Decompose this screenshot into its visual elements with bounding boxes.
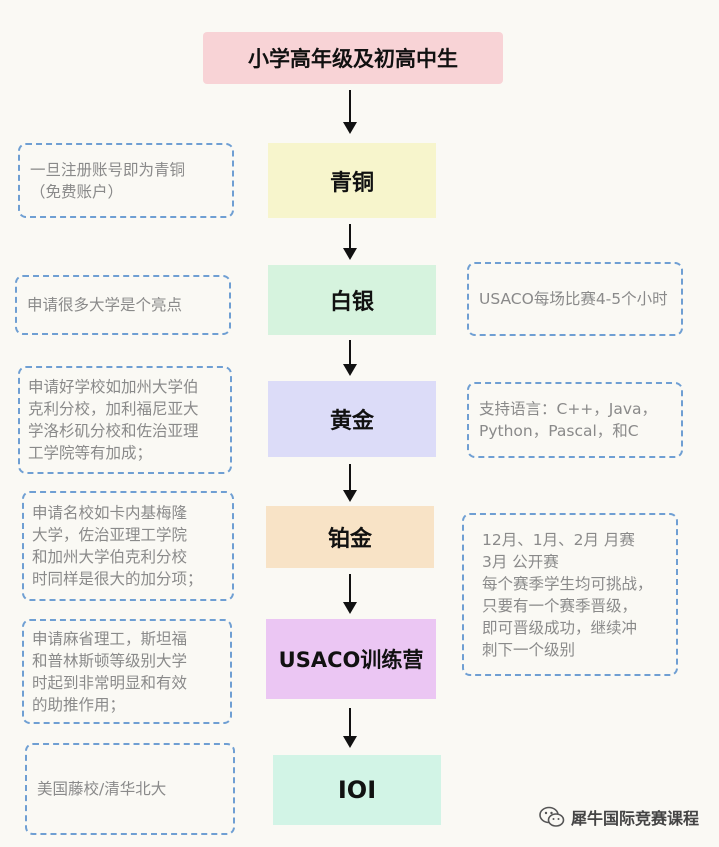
left-note-bronze: 一旦注册账号即为青铜 （免费账户） bbox=[18, 143, 234, 218]
watermark-text: 犀牛国际竞赛课程 bbox=[570, 809, 699, 828]
right-note-contest-duration: USACO每场比赛4-5个小时 bbox=[467, 262, 683, 336]
left-note-ioi: 美国藤校/清华北大 bbox=[25, 743, 235, 835]
left-note-platinum-text: 申请名校如卡内基梅隆 大学，佐治亚理工学院 和加州大学伯克利分校 时同样是很大的… bbox=[32, 504, 203, 588]
level-gold: 黄金 bbox=[268, 381, 436, 457]
level-platinum-label: 铂金 bbox=[327, 527, 372, 552]
arrow-3 bbox=[343, 340, 357, 376]
level-bronze-label: 青铜 bbox=[329, 170, 374, 196]
arrow-4 bbox=[343, 464, 357, 502]
watermark: 犀牛国际竞赛课程 bbox=[539, 805, 699, 829]
left-note-camp-text: 申请麻省理工，斯坦福 和普林斯顿等级别大学 时起到非常明显和有效 的助推作用； bbox=[32, 629, 188, 714]
level-ioi: IOI bbox=[273, 755, 441, 825]
left-note-gold-text: 申请好学校如加州大学伯 克利分校，加利福尼亚大 学洛杉矶分校和佐治亚理 工学院等… bbox=[28, 378, 199, 462]
left-note-ioi-text: 美国藤校/清华北大 bbox=[37, 780, 167, 798]
right-note-languages: 支持语言：C++，Java， Python，Pascal，和C bbox=[467, 382, 683, 458]
left-note-silver: 申请很多大学是个亮点 bbox=[15, 275, 231, 335]
left-note-camp: 申请麻省理工，斯坦福 和普林斯顿等级别大学 时起到非常明显和有效 的助推作用； bbox=[22, 619, 232, 724]
arrow-1 bbox=[343, 90, 357, 134]
left-note-silver-text: 申请很多大学是个亮点 bbox=[27, 296, 183, 314]
level-silver-label: 白银 bbox=[329, 290, 374, 315]
left-note-gold: 申请好学校如加州大学伯 克利分校，加利福尼亚大 学洛杉矶分校和佐治亚理 工学院等… bbox=[18, 366, 232, 474]
arrow-2 bbox=[343, 224, 357, 260]
title-box: 小学高年级及初高中生 bbox=[203, 32, 503, 84]
left-note-platinum: 申请名校如卡内基梅隆 大学，佐治亚理工学院 和加州大学伯克利分校 时同样是很大的… bbox=[22, 491, 234, 601]
level-platinum: 铂金 bbox=[266, 506, 434, 568]
left-note-bronze-text: 一旦注册账号即为青铜 （免费账户） bbox=[30, 160, 186, 201]
right-note-schedule: 12月、1月、2月 月赛 3月 公开赛 每个赛季学生均可挑战， 只要有一个赛季晋… bbox=[462, 513, 678, 676]
title-text: 小学高年级及初高中生 bbox=[248, 47, 458, 71]
right-note-languages-text: 支持语言：C++，Java， Python，Pascal，和C bbox=[479, 400, 658, 440]
right-note-contest-duration-text: USACO每场比赛4-5个小时 bbox=[479, 290, 668, 308]
level-usaco-camp-label: USACO训练营 bbox=[278, 648, 424, 672]
level-usaco-camp: USACO训练营 bbox=[266, 619, 436, 699]
level-ioi-label: IOI bbox=[337, 776, 377, 804]
arrow-5 bbox=[343, 574, 357, 614]
level-silver: 白银 bbox=[268, 265, 436, 335]
level-bronze: 青铜 bbox=[268, 143, 436, 218]
right-note-schedule-text: 12月、1月、2月 月赛 3月 公开赛 每个赛季学生均可挑战， 只要有一个赛季晋… bbox=[482, 530, 653, 659]
level-gold-label: 黄金 bbox=[329, 409, 374, 434]
wechat-icon bbox=[539, 806, 565, 828]
arrow-6 bbox=[343, 708, 357, 748]
